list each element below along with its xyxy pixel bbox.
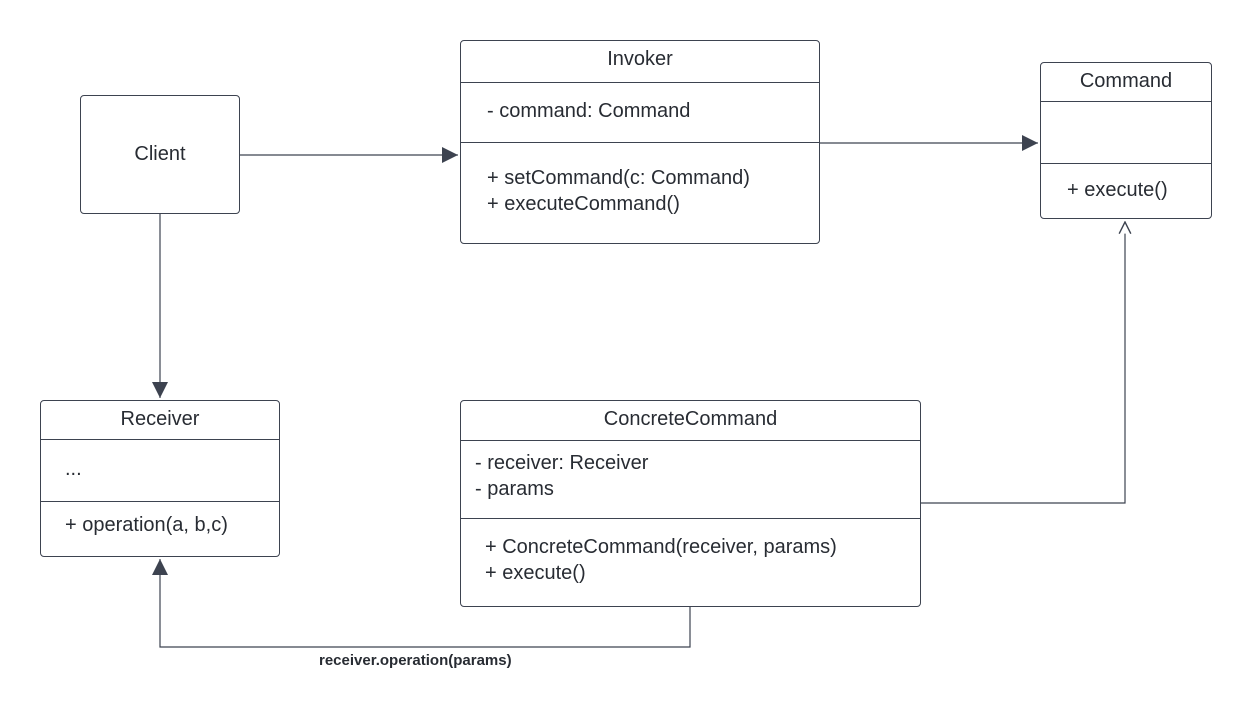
receiver-call-label: receiver.operation(params) bbox=[319, 652, 512, 669]
concrete-command-to-command-arrow bbox=[920, 222, 1125, 504]
invoker-class[interactable]: Invoker - command: Command + setCommand(… bbox=[460, 40, 820, 244]
command-class[interactable]: Command + execute() bbox=[1040, 62, 1212, 219]
command-method: + execute() bbox=[1067, 179, 1168, 201]
receiver-methods: + operation(a, b,c) bbox=[41, 501, 279, 538]
concrete-command-attribute: - params bbox=[475, 478, 554, 500]
concrete-command-title: ConcreteCommand bbox=[603, 408, 778, 430]
concrete-command-to-receiver-arrow bbox=[152, 559, 691, 648]
invoker-title: Invoker bbox=[607, 48, 673, 70]
command-attributes bbox=[1041, 101, 1211, 163]
client-label: Client bbox=[134, 143, 186, 165]
concrete-command-attribute: - receiver: Receiver bbox=[475, 452, 649, 474]
receiver-method: + operation(a, b,c) bbox=[65, 514, 228, 536]
invoker-methods: + setCommand(c: Command) + executeComman… bbox=[461, 142, 819, 217]
concrete-command-method: + execute() bbox=[485, 562, 586, 584]
command-title: Command bbox=[1079, 70, 1173, 92]
command-methods: + execute() bbox=[1041, 163, 1211, 203]
receiver-attribute: ... bbox=[65, 458, 82, 480]
concrete-command-method: + ConcreteCommand(receiver, params) bbox=[485, 536, 837, 558]
receiver-attributes: ... bbox=[41, 439, 279, 501]
invoker-method: + executeCommand() bbox=[487, 193, 680, 215]
invoker-attribute: - command: Command bbox=[487, 100, 691, 122]
receiver-class[interactable]: Receiver ... + operation(a, b,c) bbox=[40, 400, 280, 557]
concrete-command-attributes: - receiver: Receiver - params bbox=[461, 440, 920, 518]
client-box[interactable]: Client bbox=[80, 95, 240, 214]
concrete-command-methods: + ConcreteCommand(receiver, params) + ex… bbox=[461, 518, 920, 586]
invoker-method: + setCommand(c: Command) bbox=[487, 167, 750, 189]
receiver-title: Receiver bbox=[120, 408, 200, 430]
concrete-command-class[interactable]: ConcreteCommand - receiver: Receiver - p… bbox=[460, 400, 921, 607]
invoker-attributes: - command: Command bbox=[461, 82, 819, 142]
